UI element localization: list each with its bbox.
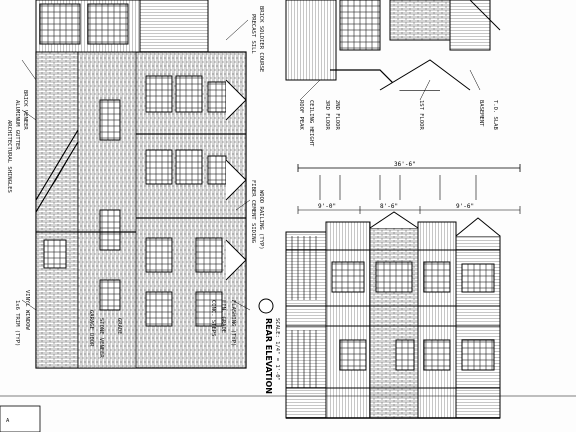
- drawing-title-block: REAR ELEVATION SCALE: 1/4" = 1'-0": [258, 298, 280, 394]
- note-9: CONC. STEPS: [210, 300, 216, 336]
- note-0: ARCHITECTURAL SHINGLES: [6, 120, 12, 193]
- note-13: STONE VENEER: [98, 318, 104, 358]
- overall-dimension: 36'-6": [394, 161, 416, 168]
- note-6: BRICK SOLDIER COURSE: [258, 6, 264, 72]
- sheet-number: A: [6, 418, 10, 424]
- level-note-4: 1ST FLOOR: [418, 100, 424, 130]
- note-2: BRICK VENEER: [22, 90, 28, 130]
- note-3: 1x6 TRIM (TYP): [14, 300, 20, 346]
- note-5: PRECAST SILL: [250, 14, 256, 54]
- left-wing: [35, 51, 79, 369]
- level-note-6: T.O. SLAB: [492, 100, 498, 130]
- left-notes: ARCHITECTURAL SHINGLES ALUMINUM GUTTER B…: [6, 6, 264, 358]
- note-11: FLASHING (TYP): [230, 300, 236, 346]
- level-note-0: ROOF PEAK: [298, 100, 304, 130]
- note-12: GARAGE DOOR: [88, 310, 94, 347]
- note-14: GRADE: [116, 318, 122, 335]
- level-note-3: 2ND FLOOR: [334, 100, 340, 130]
- drawing-scale: SCALE: 1/4" = 1'-0": [274, 318, 280, 381]
- dimension-strings: 36'-6" 9'-0" 8'-6" 9'-6": [297, 161, 521, 214]
- right-notes: ROOF PEAK CEILING HEIGHT 3RD FLOOR 2ND F…: [298, 100, 498, 147]
- dimension-left: 9'-0": [318, 203, 336, 210]
- rear-elevation: [285, 211, 501, 419]
- level-note-1: CEILING HEIGHT: [308, 100, 314, 147]
- drawing-title: REAR ELEVATION: [264, 318, 273, 394]
- note-1: ALUMINUM GUTTER: [14, 100, 20, 150]
- upper-right-elevation: [285, 0, 501, 101]
- note-8: WOOD RAILING (TYP): [258, 190, 264, 250]
- dimension-mid: 8'-6": [380, 203, 398, 210]
- sheet-number-strip: A: [0, 395, 576, 432]
- window-group: [43, 75, 227, 327]
- rear-windows: [331, 261, 495, 371]
- note-10: FIN. GRADE: [220, 300, 226, 333]
- level-note-5: BASEMENT: [478, 100, 484, 127]
- porch-window: [39, 3, 81, 45]
- dimension-right: 9'-6": [456, 203, 474, 210]
- note-4: VINYL WINDOW: [24, 290, 30, 330]
- level-note-2: 3RD FLOOR: [324, 100, 330, 130]
- section-marker: [258, 298, 274, 314]
- note-7: FIBER CEMENT SIDING: [250, 180, 256, 243]
- left-elevation: [21, 0, 251, 369]
